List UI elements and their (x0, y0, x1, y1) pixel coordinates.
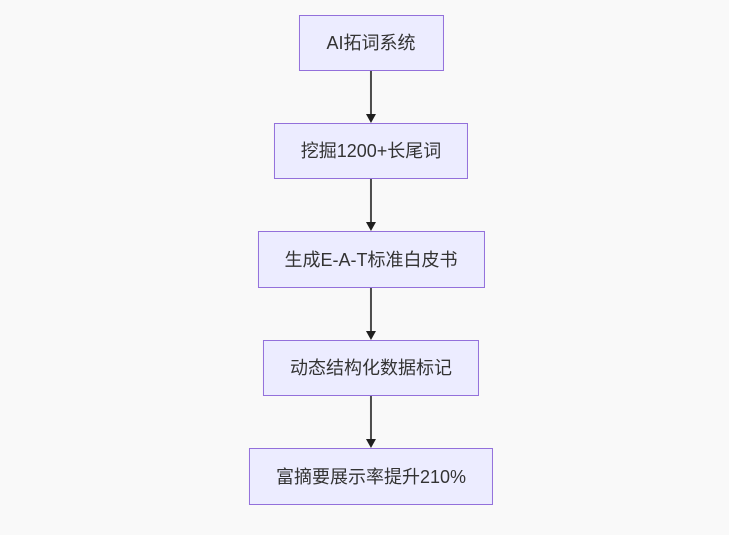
arrow-line (369, 71, 372, 115)
arrow-head-down-icon (365, 222, 376, 231)
flowchart: AI拓词系统 挖掘1200+长尾词 生成E-A-T标准白皮书 动态结构化数据标记… (248, 15, 494, 505)
arrow-line (369, 288, 372, 332)
arrow-head-down-icon (365, 331, 376, 340)
arrow-line (369, 179, 372, 223)
flow-node-structured-data-markup: 动态结构化数据标记 (262, 340, 479, 396)
flow-arrow-4 (365, 396, 376, 448)
flow-node-rich-snippet-lift: 富摘要展示率提升210% (248, 448, 494, 505)
flow-arrow-1 (365, 71, 376, 123)
flow-node-eat-whitepaper: 生成E-A-T标准白皮书 (257, 231, 485, 288)
arrow-line (369, 396, 372, 440)
flow-arrow-3 (365, 288, 376, 340)
flow-node-ai-word-expansion: AI拓词系统 (298, 15, 444, 71)
flow-arrow-2 (365, 179, 376, 231)
arrow-head-down-icon (365, 439, 376, 448)
arrow-head-down-icon (365, 114, 376, 123)
flow-node-longtail-mining: 挖掘1200+长尾词 (273, 123, 469, 179)
